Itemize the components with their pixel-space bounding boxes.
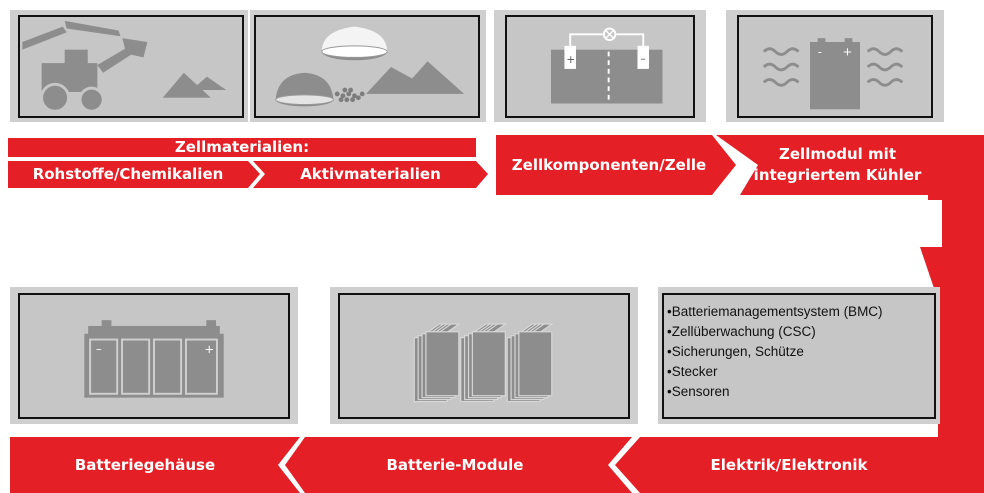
active-materials-panel <box>250 10 486 122</box>
cell-components-frame: + – <box>505 15 695 118</box>
modules-frame <box>338 293 630 419</box>
svg-text:–: – <box>640 53 645 65</box>
material-header-label: Zellmaterialien: <box>174 138 310 156</box>
electronics-item: Batteriemanagementsystem (BMC) <box>667 302 935 322</box>
svg-text:+: + <box>204 342 214 356</box>
electronics-item: Zellüberwachung (CSC) <box>667 322 935 342</box>
housing-label: Batteriegehäuse <box>74 456 216 474</box>
electronics-item: Sensoren <box>667 382 935 402</box>
loader-and-piles-icon <box>22 20 227 113</box>
raw-materials-label: Rohstoffe/Chemikalien <box>32 165 224 183</box>
housing-panel: – + <box>10 287 298 424</box>
cell-module-label-line1: Zellmodul mit <box>779 145 896 163</box>
cell-module-arrow <box>716 135 928 195</box>
modules-arrow <box>285 437 632 493</box>
svg-text:+: + <box>843 44 853 58</box>
material-piles-icon <box>275 26 465 107</box>
electronics-list: Batteriemanagementsystem (BMC) Zellüberw… <box>667 302 935 402</box>
cell-module-label-line2: integriertem Kühler <box>753 166 922 184</box>
modules-label: Batterie-Module <box>386 456 524 474</box>
housing-frame: – + <box>18 293 290 419</box>
raw-materials-frame <box>18 15 244 118</box>
electrics-label: Elektrik/Elektronik <box>710 456 868 474</box>
active-materials-label: Aktivmaterialien <box>300 165 441 183</box>
cell-components-arrow <box>496 135 736 195</box>
svg-text:-: - <box>818 44 822 58</box>
battery-modules-icon <box>413 323 554 403</box>
active-materials-arrow <box>253 161 488 188</box>
electronics-item: Stecker <box>667 362 935 382</box>
galvanic-cell-icon: + – <box>550 27 663 104</box>
cooled-battery-icon: - + <box>762 38 904 110</box>
electronics-item: Sicherungen, Schütze <box>667 342 935 362</box>
material-header-bar <box>8 138 476 157</box>
svg-text:–: – <box>96 342 102 356</box>
raw-materials-panel <box>10 10 248 122</box>
modules-panel <box>330 287 638 424</box>
cell-module-frame: - + <box>737 15 933 118</box>
battery-housing-icon: – + <box>84 320 224 398</box>
cell-components-panel: + – <box>494 10 706 122</box>
cell-module-panel: - + <box>726 10 944 122</box>
housing-arrow <box>10 437 300 493</box>
electrics-arrow <box>615 405 984 493</box>
cell-components-label: Zellkomponenten/Zelle <box>511 156 707 174</box>
svg-text:+: + <box>566 54 575 66</box>
raw-materials-arrow <box>8 161 260 188</box>
active-materials-frame <box>254 15 480 118</box>
return-bend-arrow <box>920 135 984 405</box>
